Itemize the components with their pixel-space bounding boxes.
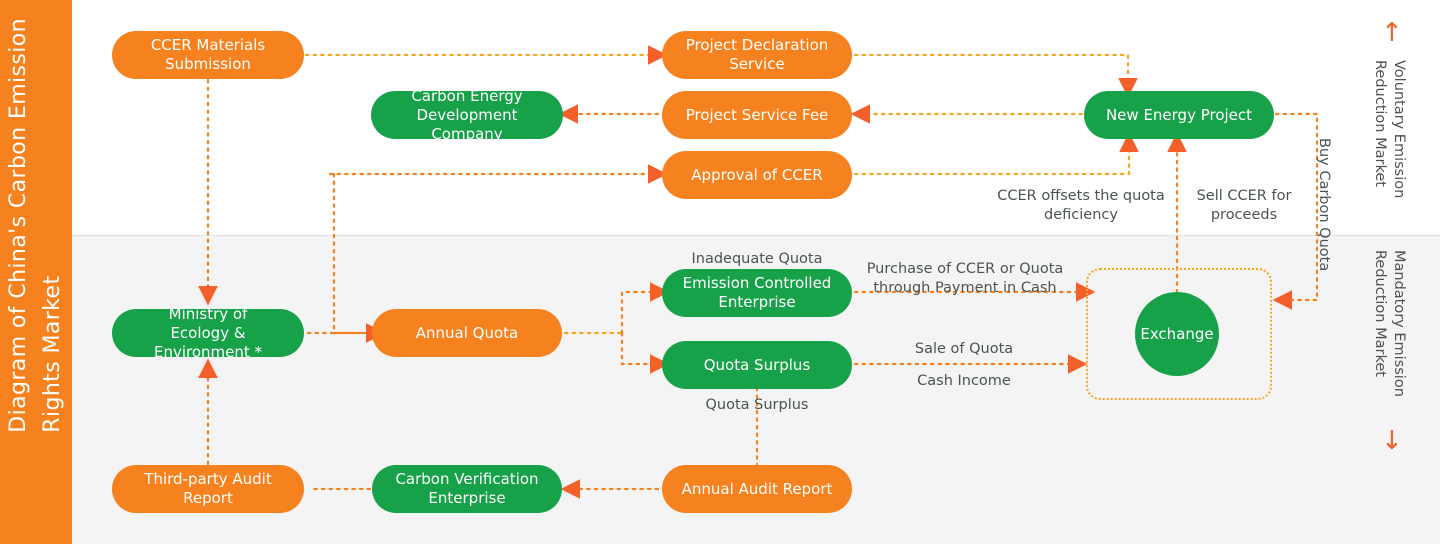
label-quota-surplus-edge: Quota Surplus [705,397,809,413]
node-approval-of-ccer[interactable]: Approval of CCER [662,151,852,199]
node-exchange[interactable]: Exchange [1135,292,1219,376]
node-emission-controlled-enterprise[interactable]: Emission Controlled Enterprise [662,269,852,317]
node-carbon-energy-development-company[interactable]: Carbon Energy Development Company [371,87,563,143]
diagram-title-rail: Diagram of China's Carbon Emission Right… [0,0,72,544]
node-project-declaration-service[interactable]: Project Declaration Service [662,31,852,79]
market-divider [0,235,1440,236]
label-sale-of-quota: Sale of Quota [914,341,1014,357]
node-quota-surplus[interactable]: Quota Surplus [662,341,852,389]
node-ministry-of-ecology-environment[interactable]: Ministry of Ecology & Environment * [112,305,304,361]
node-project-service-fee[interactable]: Project Service Fee [662,91,852,139]
node-annual-audit-report[interactable]: Annual Audit Report [662,465,852,513]
label-cash-income: Cash Income [917,373,1011,389]
page-title: Diagram of China's Carbon Emission Right… [6,18,65,433]
node-third-party-audit-report[interactable]: Third-party Audit Report [112,465,304,513]
label-buy-carbon-quota: Buy Carbon Quota [1316,138,1332,272]
node-ccer-materials-submission[interactable]: CCER Materials Submission [112,31,304,79]
label-voluntary-emission-reduction-market: Voluntary Emission Reduction Market [1372,60,1407,199]
label-mandatory-emission-reduction-market: Mandatory Emission Reduction Market [1372,250,1407,397]
label-ccer-offsets-quota-deficiency: CCER offsets the quota deficiency [997,188,1165,223]
label-inadequate-quota: Inadequate Quota [691,251,823,267]
label-purchase-ccer-or-quota: Purchase of CCER or Quota through Paymen… [866,261,1064,296]
node-new-energy-project[interactable]: New Energy Project [1084,91,1274,139]
label-sell-ccer-for-proceeds: Sell CCER for proceeds [1196,188,1292,223]
down-arrow-icon: ↓ [1381,426,1403,456]
exchange-container [1086,268,1272,400]
up-arrow-icon: ↑ [1381,18,1403,48]
node-annual-quota[interactable]: Annual Quota [372,309,562,357]
node-carbon-verification-enterprise[interactable]: Carbon Verification Enterprise [372,465,562,513]
